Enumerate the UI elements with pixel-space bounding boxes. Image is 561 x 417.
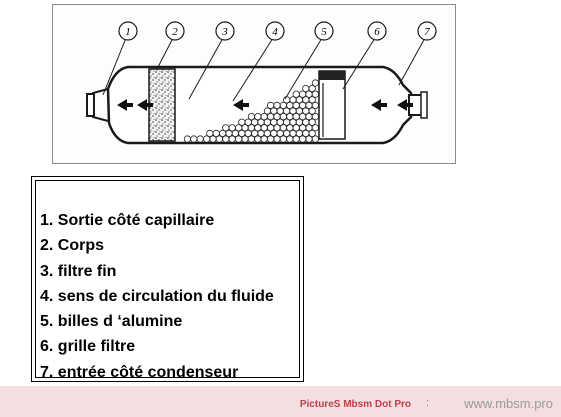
callout-3: 3: [215, 21, 235, 41]
callout-4: 4: [265, 21, 285, 41]
flow-arrow: [117, 99, 133, 111]
bead: [308, 107, 316, 115]
flow-arrow: [233, 99, 249, 111]
bead: [292, 90, 300, 98]
legend-list: 1. Sortie côté capillaire 2. Corps 3. fi…: [35, 180, 300, 381]
bead: [308, 118, 316, 126]
filter-grid: [318, 70, 346, 140]
callout-circles: 1 2 3 4 5 6 7: [118, 21, 437, 41]
legend-item-3: 3. filtre fin: [40, 262, 117, 280]
callout-5: 5: [314, 21, 334, 41]
legend-item-4: 4. sens de circulation du fluide: [40, 287, 274, 305]
flow-arrow: [137, 99, 153, 111]
legend-box: 1. Sortie côté capillaire 2. Corps 3. fi…: [31, 176, 304, 382]
bead: [311, 101, 319, 110]
callout-leaders: [102, 37, 426, 102]
flow-arrow: [397, 99, 413, 111]
svg-text:4: 4: [272, 26, 278, 38]
svg-text:2: 2: [172, 26, 178, 38]
legend-item-7: 7. entrée côté condenseur: [40, 363, 239, 381]
flow-arrow: [371, 99, 387, 111]
bead: [254, 113, 262, 121]
watermark-url: www.mbsm.pro: [464, 396, 553, 411]
watermark-left: PictureS Mbsm Dot Pro: [299, 399, 411, 410]
watermark-separator: :: [425, 397, 429, 409]
bead: [190, 135, 198, 143]
svg-text:3: 3: [221, 26, 228, 38]
bead: [267, 101, 275, 110]
svg-text:1: 1: [125, 26, 131, 38]
legend-item-2: 2. Corps: [40, 237, 105, 255]
bead: [308, 129, 316, 137]
bead: [311, 124, 319, 132]
bead: [308, 85, 316, 93]
legend-item-5: 5. billes d ‘alumine: [40, 313, 183, 331]
bead: [311, 113, 319, 121]
callout-6: 6: [367, 21, 387, 41]
watermark-footer: PictureS Mbsm Dot Pro : www.mbsm.pro: [0, 386, 561, 417]
bead: [196, 135, 204, 143]
bead: [247, 113, 255, 121]
svg-text:6: 6: [374, 26, 380, 38]
legend-item-1: 1. Sortie côté capillaire: [40, 212, 215, 229]
svg-text:7: 7: [424, 26, 430, 38]
callout-2: 2: [165, 21, 185, 41]
callout-1: 1: [118, 21, 138, 41]
bead: [222, 124, 230, 132]
bead: [311, 90, 319, 98]
bead: [308, 96, 316, 104]
legend-item-6: 6. grille filtre: [40, 338, 136, 356]
outlet-tube-left: [86, 88, 109, 122]
bead: [311, 79, 319, 87]
fine-filter: [148, 68, 176, 142]
bead: [183, 135, 191, 143]
flow-direction-arrows: [117, 99, 413, 111]
svg-text:5: 5: [321, 26, 327, 38]
alumina-beads: [183, 79, 319, 143]
bead: [228, 124, 236, 132]
callout-7: 7: [417, 21, 437, 41]
diagram-frame: 1 2 3 4 5 6 7: [52, 4, 456, 164]
bead: [311, 135, 319, 143]
filter-drier-diagram: 1 2 3 4 5 6 7: [86, 21, 437, 145]
bead: [273, 101, 281, 110]
